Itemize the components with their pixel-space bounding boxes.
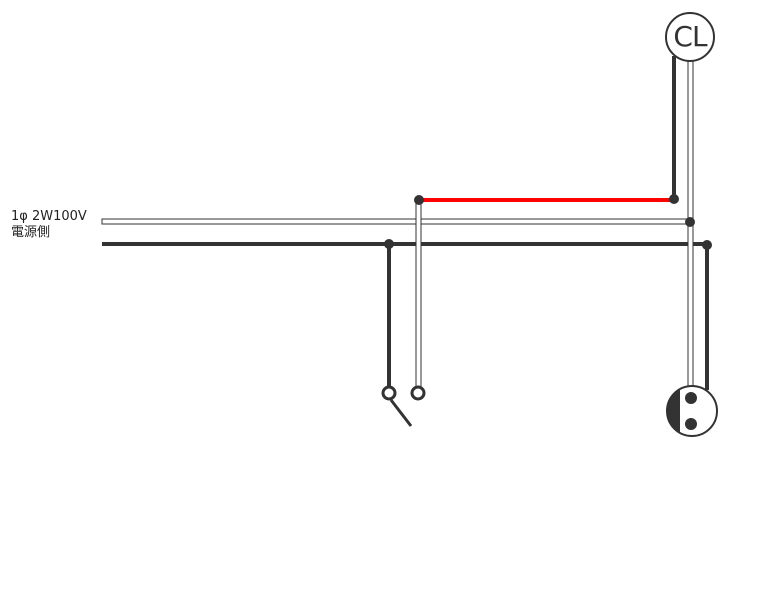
white-wire-to-switch — [415, 200, 422, 388]
power-spec-label: 1φ 2W100V — [11, 209, 87, 224]
ceiling-light-symbol — [665, 12, 715, 62]
ceiling-light-label: CL — [673, 20, 707, 53]
junction-dot — [414, 195, 424, 205]
switch-terminal-right — [410, 385, 426, 401]
switch-lever — [389, 399, 413, 427]
white-wire-source — [101, 218, 691, 225]
outlet-hole — [685, 418, 697, 430]
junction-dot — [384, 239, 394, 249]
switch-terminal-left — [381, 385, 397, 401]
outlet-symbol — [666, 385, 718, 437]
outlet-hole — [685, 392, 697, 404]
junction-dot — [669, 194, 679, 204]
junction-dot — [685, 217, 695, 227]
junction-dot — [702, 240, 712, 250]
power-source-side-label: 電源側 — [11, 225, 51, 240]
